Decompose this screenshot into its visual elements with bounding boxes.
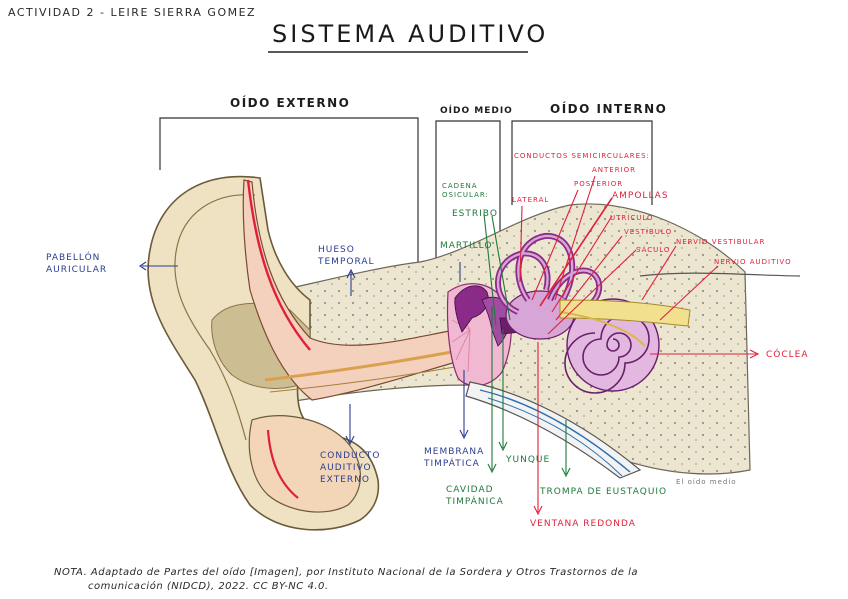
- image-credit: El oído medio: [676, 478, 737, 486]
- inner-ear-bracket: [511, 120, 653, 205]
- label-saculo: SÁCULO: [636, 246, 671, 254]
- label-utriculo: UTRÍCULO: [610, 214, 654, 222]
- section-outer-ear: OÍDO EXTERNO: [230, 96, 351, 110]
- label-ventana-redonda: VENTANA REDONDA: [530, 519, 636, 529]
- label-anterior: ANTERIOR: [592, 166, 637, 174]
- cochlea: [566, 298, 660, 392]
- label-lateral: LATERAL: [512, 196, 550, 204]
- label-martillo: MARTILLO: [440, 241, 493, 251]
- section-middle-ear: OÍDO MEDIO: [440, 106, 513, 116]
- label-ampollas: AMPOLLAS: [612, 191, 669, 201]
- label-conductos-semicirculares: CONDUCTOS SEMICIRCULARES:: [514, 152, 650, 160]
- label-yunque: YUNQUE: [506, 455, 551, 465]
- middle-ear-bracket: [435, 120, 501, 262]
- label-vestibulo: VESTÍBULO: [624, 228, 673, 236]
- label-coclea: CÓCLEA: [766, 350, 809, 360]
- label-nervio-auditivo: NERVIO AUDITIVO: [714, 258, 792, 266]
- malleus: [454, 285, 489, 333]
- footnote: NOTA. Adaptado de Partes del oído [Image…: [54, 567, 638, 592]
- activity-header: ACTIVIDAD 2 - LEIRE SIERRA GOMEZ: [8, 6, 257, 19]
- page-title: SISTEMA AUDITIVO: [272, 20, 549, 48]
- label-nervio-vestibular: NERVIO VESTIBULAR: [676, 238, 766, 246]
- label-trompa-eustaquio: TROMPA DE EUSTAQUIO: [540, 487, 668, 497]
- label-posterior: POSTERIOR: [574, 180, 624, 188]
- outer-ear-bracket: [159, 117, 419, 268]
- label-estribo: ESTRIBO: [452, 209, 498, 219]
- section-inner-ear: OÍDO INTERNO: [550, 102, 668, 116]
